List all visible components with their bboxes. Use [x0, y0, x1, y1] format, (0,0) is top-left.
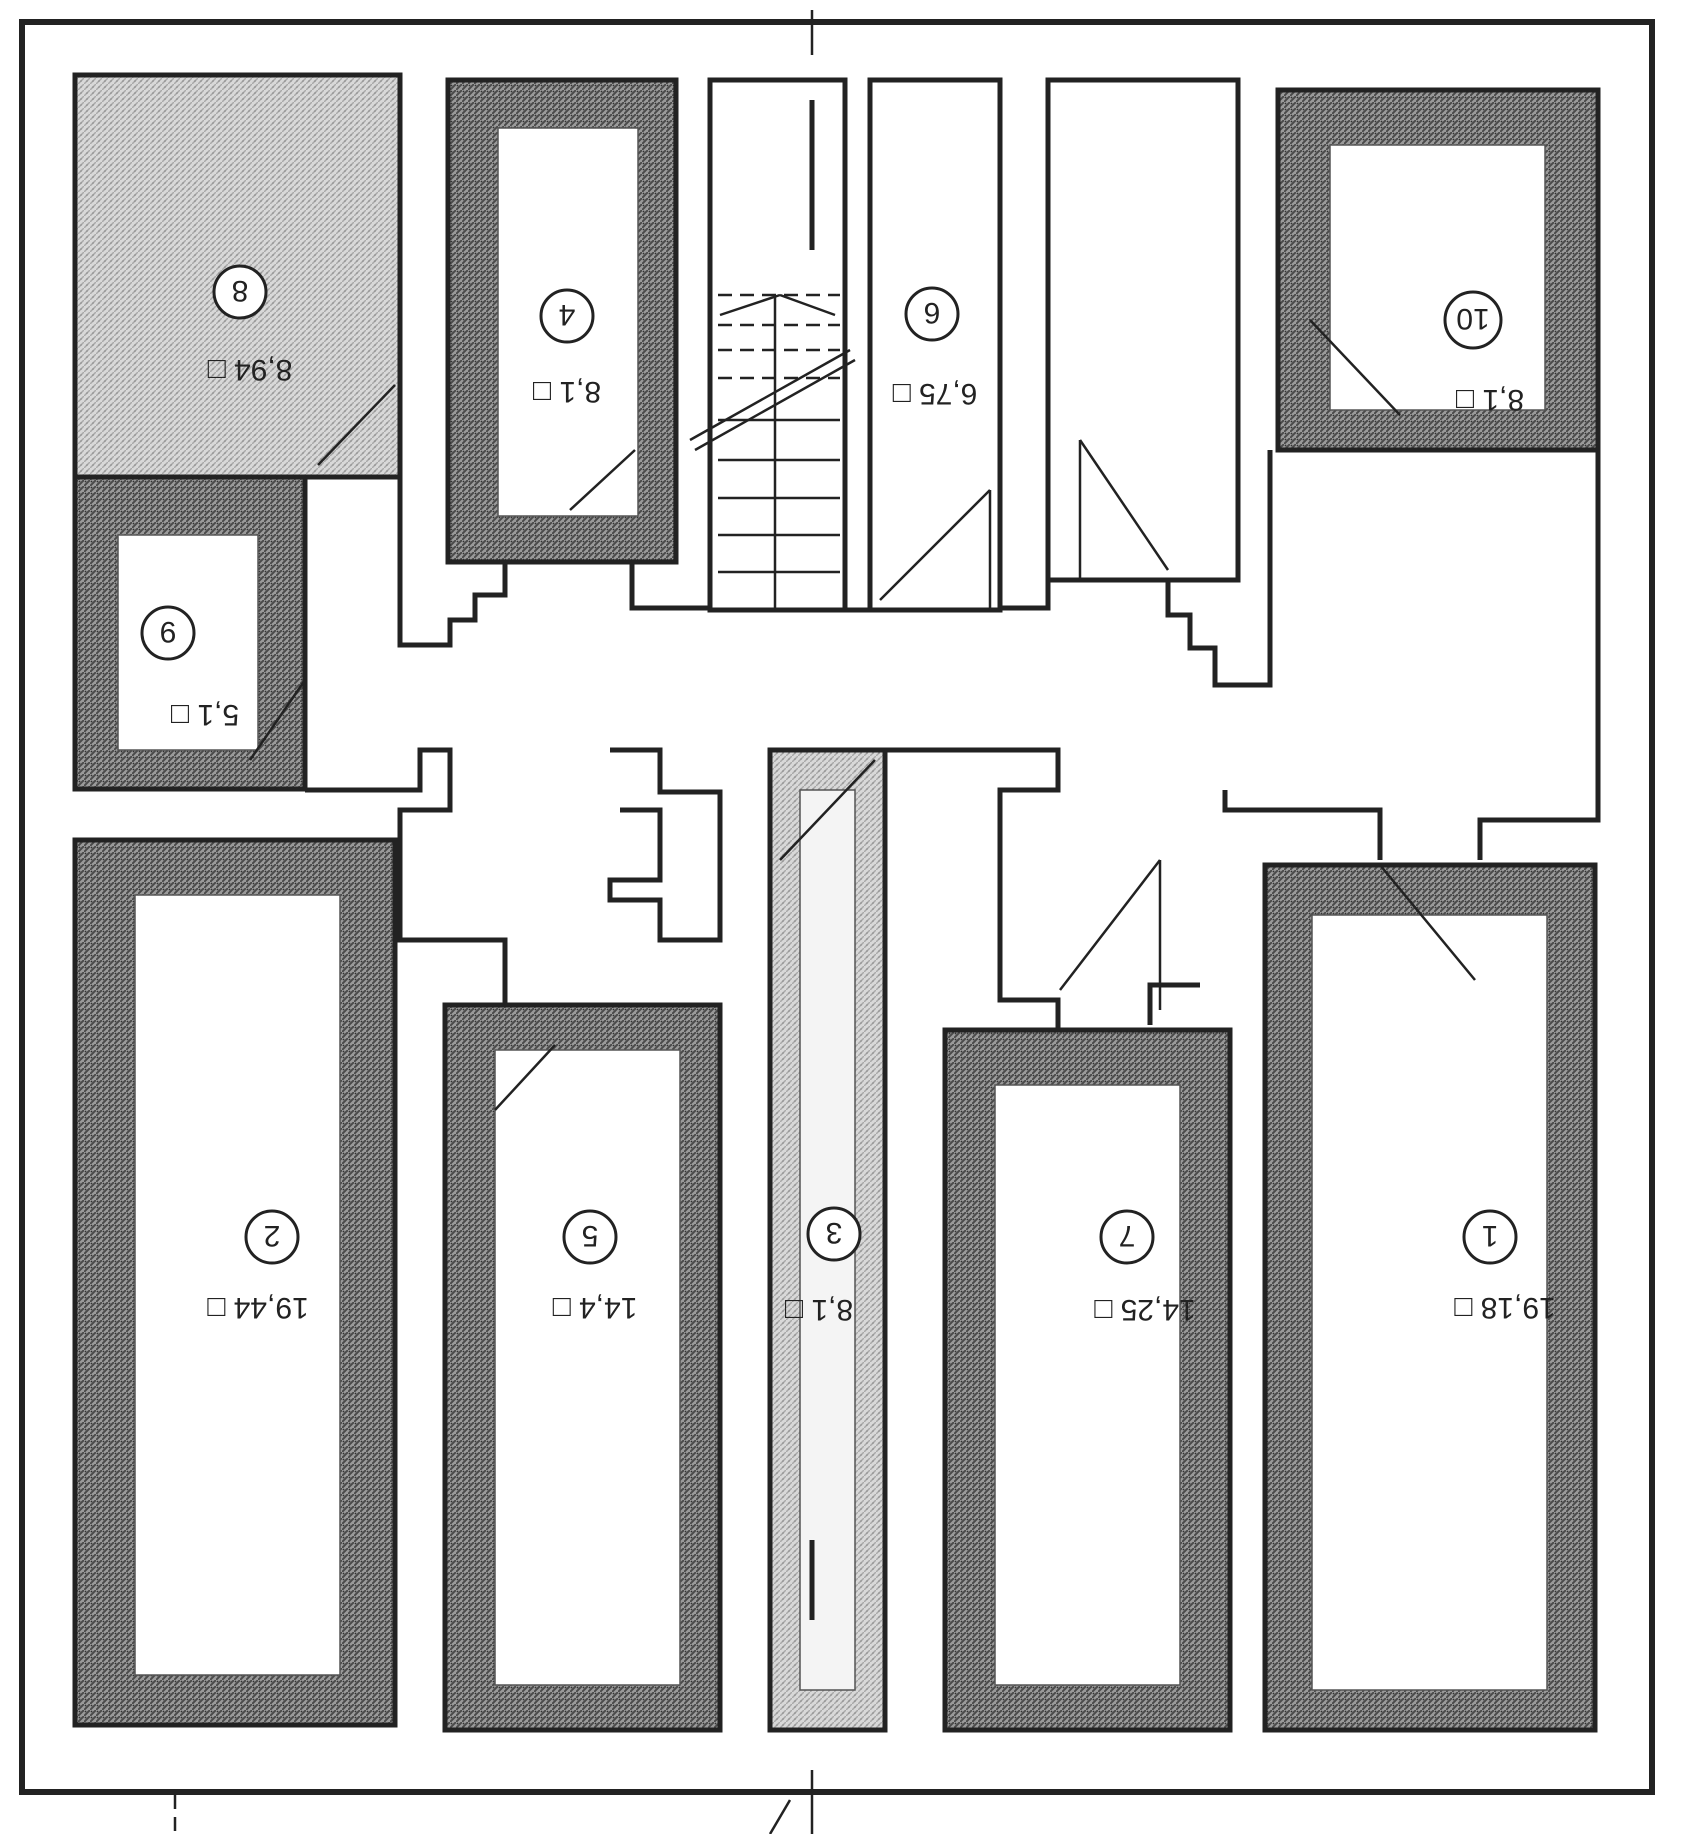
- room-number-5: 5: [582, 1219, 599, 1252]
- room-10: [1275, 87, 1601, 453]
- room-label-1: 1 19,18 □: [1453, 1209, 1556, 1324]
- room-area-1: 19,18 □: [1453, 1291, 1555, 1324]
- room-label-9: 9 5,1 □: [140, 605, 239, 731]
- room-number-1: 1: [1482, 1219, 1499, 1252]
- room-label-2: 2 19,44 □: [206, 1209, 309, 1324]
- room-label-4: 4 8,1 □: [532, 288, 601, 408]
- staircase: [689, 77, 856, 613]
- room-number-4: 4: [559, 298, 576, 331]
- room-number-8: 8: [232, 274, 249, 307]
- room-number-9: 9: [160, 615, 177, 648]
- room-area-3: 8,1 □: [784, 1293, 853, 1326]
- outer-wall: [19, 10, 1655, 1834]
- room-label-8: 8 8,94 □: [207, 264, 293, 386]
- room-label-10: 10 8,1 □: [1443, 290, 1524, 416]
- room-5: [442, 1002, 723, 1733]
- room-number-10: 10: [1456, 302, 1489, 335]
- room-number-6: 6: [924, 296, 941, 329]
- room-label-3: 3 8,1 □: [784, 1206, 862, 1326]
- room-area-6: 6,75 □: [892, 377, 978, 410]
- room-area-2: 19,44 □: [206, 1291, 308, 1324]
- room-area-8: 8,94 □: [207, 353, 293, 386]
- room-7: [942, 1027, 1233, 1733]
- room-area-5: 14,4 □: [552, 1291, 638, 1324]
- room-6: [867, 77, 1003, 613]
- storage-white: [1045, 77, 1241, 583]
- room-label-6: 6 6,75 □: [892, 286, 978, 410]
- room-number-7: 7: [1119, 1219, 1136, 1252]
- room-area-9: 5,1 □: [170, 698, 239, 731]
- room-area-4: 8,1 □: [532, 375, 601, 408]
- corridor-walls: [305, 450, 1601, 1030]
- room-area-7: 14,25 □: [1093, 1293, 1195, 1326]
- room-2: [72, 837, 398, 1728]
- room-number-2: 2: [264, 1219, 281, 1252]
- room-label-7: 7 14,25 □: [1093, 1209, 1196, 1326]
- room-1: [1262, 862, 1598, 1733]
- room-label-5: 5 14,4 □: [552, 1209, 638, 1324]
- room-area-10: 8,1 □: [1455, 383, 1524, 416]
- room-number-3: 3: [826, 1216, 843, 1249]
